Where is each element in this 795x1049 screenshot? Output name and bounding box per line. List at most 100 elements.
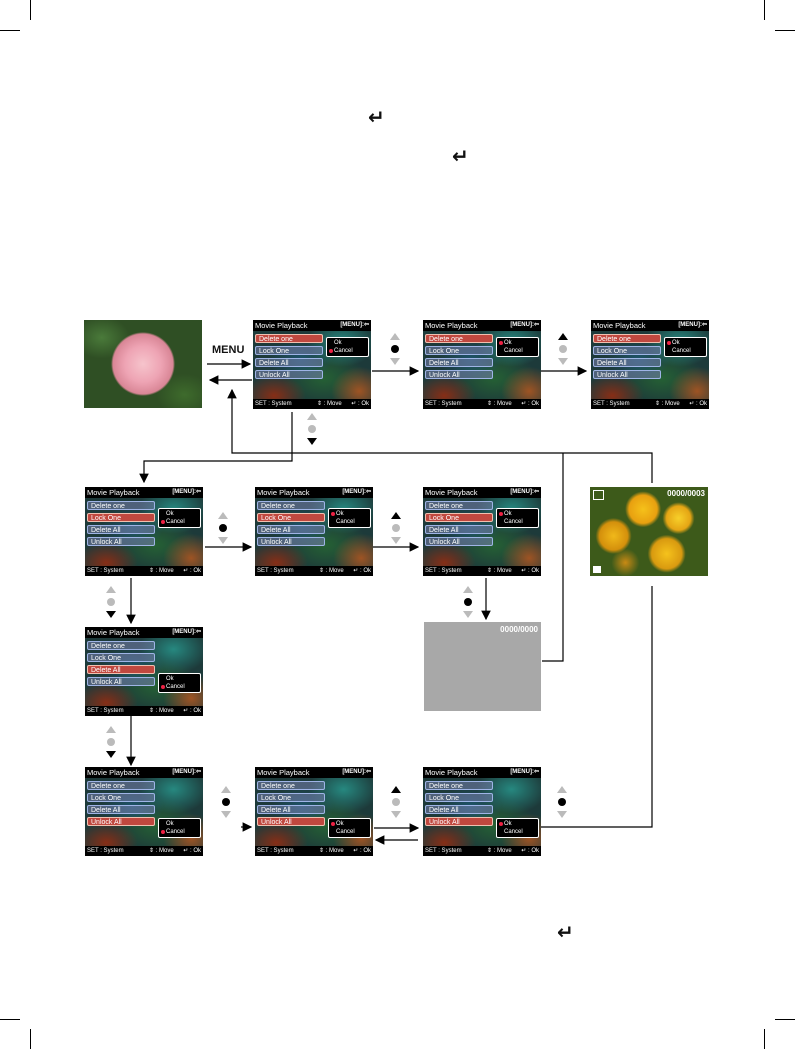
menu-item[interactable]: Delete All xyxy=(257,525,325,534)
menu-item[interactable]: Delete All xyxy=(255,358,323,367)
menu-item[interactable]: Lock One xyxy=(425,346,493,355)
menu-item[interactable]: Delete one xyxy=(425,781,493,790)
popup-option[interactable]: Cancel xyxy=(336,519,355,525)
screen-title: Movie Playback xyxy=(87,628,140,637)
footer-set-hint: SET : System xyxy=(425,848,462,854)
selection-dot xyxy=(499,822,503,826)
menu-item[interactable]: Delete All xyxy=(87,805,155,814)
popup-option[interactable]: Cancel xyxy=(672,348,691,354)
menu-item[interactable]: Delete one xyxy=(593,334,661,343)
menu-item[interactable]: Lock One xyxy=(255,346,323,355)
menu-item[interactable]: Lock One xyxy=(87,513,155,522)
menu-item[interactable]: Delete All xyxy=(87,525,155,534)
menu-item[interactable]: Unlock All xyxy=(87,537,155,546)
footer-set-hint: SET : System xyxy=(87,848,124,854)
menu-item[interactable]: Unlock All xyxy=(593,370,661,379)
menu-item[interactable]: Lock One xyxy=(257,793,325,802)
popup-option[interactable]: Ok xyxy=(667,339,706,347)
menu-exit-hint: [MENU]:⇦ xyxy=(172,489,201,495)
menu-item[interactable]: Delete one xyxy=(425,334,493,343)
menu-item[interactable]: Delete All xyxy=(425,805,493,814)
menu-item[interactable]: Lock One xyxy=(87,653,155,662)
menu-item[interactable]: Delete All xyxy=(593,358,661,367)
menu-item[interactable]: Delete one xyxy=(87,641,155,650)
up-arrow-icon xyxy=(558,333,568,340)
menu-item[interactable]: Unlock All xyxy=(425,537,493,546)
popup-option[interactable]: Cancel xyxy=(336,829,355,835)
menu-item[interactable]: Lock One xyxy=(593,346,661,355)
popup-option[interactable]: Ok xyxy=(166,676,174,682)
popup-option[interactable]: Cancel xyxy=(504,829,523,835)
menu-item[interactable]: Delete one xyxy=(425,501,493,510)
popup-option[interactable]: Ok xyxy=(331,820,370,828)
menu-item[interactable]: Delete All xyxy=(257,805,325,814)
down-arrow-icon xyxy=(221,811,231,818)
menu-item[interactable]: Unlock All xyxy=(425,817,493,826)
footer-move-hint: ⇕ : Move xyxy=(319,568,344,574)
screen-footer: SET : System⇕ : Move↵ : Ok xyxy=(253,399,371,409)
footer-move-hint: ⇕ : Move xyxy=(149,568,174,574)
screen-footer: SET : System⇕ : Move↵ : Ok xyxy=(423,846,541,856)
menu-item[interactable]: Delete one xyxy=(87,781,155,790)
menu-item[interactable]: Unlock All xyxy=(257,537,325,546)
screen-header: Movie Playback[MENU]:⇦ xyxy=(423,487,541,498)
menu-item[interactable]: Lock One xyxy=(87,793,155,802)
enter-icon: ↵ xyxy=(452,144,469,168)
selection-dot xyxy=(499,512,503,516)
footer-ok-hint: ↵ : Ok xyxy=(183,848,201,854)
navigation-indicator xyxy=(558,333,568,365)
menu-item[interactable]: Delete All xyxy=(425,358,493,367)
popup-option[interactable]: Ok xyxy=(331,510,370,518)
menu-item[interactable]: Unlock All xyxy=(425,370,493,379)
menu-item[interactable]: Unlock All xyxy=(255,370,323,379)
navigation-indicator xyxy=(463,586,473,618)
popup-option[interactable]: Cancel xyxy=(161,683,200,691)
popup-option[interactable]: Cancel xyxy=(161,828,200,836)
screen-footer: SET : System⇕ : Move↵ : Ok xyxy=(255,846,373,856)
popup-option[interactable]: Ok xyxy=(334,340,342,346)
footer-move-hint: ⇕ : Move xyxy=(655,401,680,407)
footer-move-hint: ⇕ : Move xyxy=(149,848,174,854)
menu-item[interactable]: Lock One xyxy=(425,513,493,522)
menu-item[interactable]: Lock One xyxy=(425,793,493,802)
popup-option[interactable]: Ok xyxy=(166,821,174,827)
popup-option[interactable]: Ok xyxy=(499,820,538,828)
menu-item[interactable]: Unlock All xyxy=(87,817,155,826)
crop-mark xyxy=(775,30,795,31)
popup-option[interactable]: Ok xyxy=(499,510,538,518)
popup-option[interactable]: Ok xyxy=(166,511,174,517)
footer-move-hint: ⇕ : Move xyxy=(317,401,342,407)
menu-item[interactable]: Delete one xyxy=(255,334,323,343)
selection-dot xyxy=(331,822,335,826)
screen-header: Movie Playback[MENU]:⇦ xyxy=(85,767,203,778)
popup-option[interactable]: Cancel xyxy=(504,348,523,354)
screen-footer: SET : System⇕ : Move↵ : Ok xyxy=(423,399,541,409)
down-arrow-icon xyxy=(391,537,401,544)
menu-item[interactable]: Delete one xyxy=(257,781,325,790)
navigation-indicator xyxy=(106,586,116,618)
popup-option[interactable]: Ok xyxy=(499,339,538,347)
menu-item[interactable]: Lock One xyxy=(257,513,325,522)
screen-title: Movie Playback xyxy=(255,321,308,330)
popup-option[interactable]: Cancel xyxy=(504,519,523,525)
menu-item[interactable]: Unlock All xyxy=(257,817,325,826)
menu-item[interactable]: Unlock All xyxy=(87,677,155,686)
menu-item[interactable]: Delete one xyxy=(257,501,325,510)
menu-item[interactable]: Delete All xyxy=(87,665,155,674)
menu-item[interactable]: Delete one xyxy=(87,501,155,510)
popup-option[interactable]: Cancel xyxy=(329,347,368,355)
menu-item[interactable]: Delete All xyxy=(425,525,493,534)
popup-option[interactable]: Cancel xyxy=(161,518,200,526)
